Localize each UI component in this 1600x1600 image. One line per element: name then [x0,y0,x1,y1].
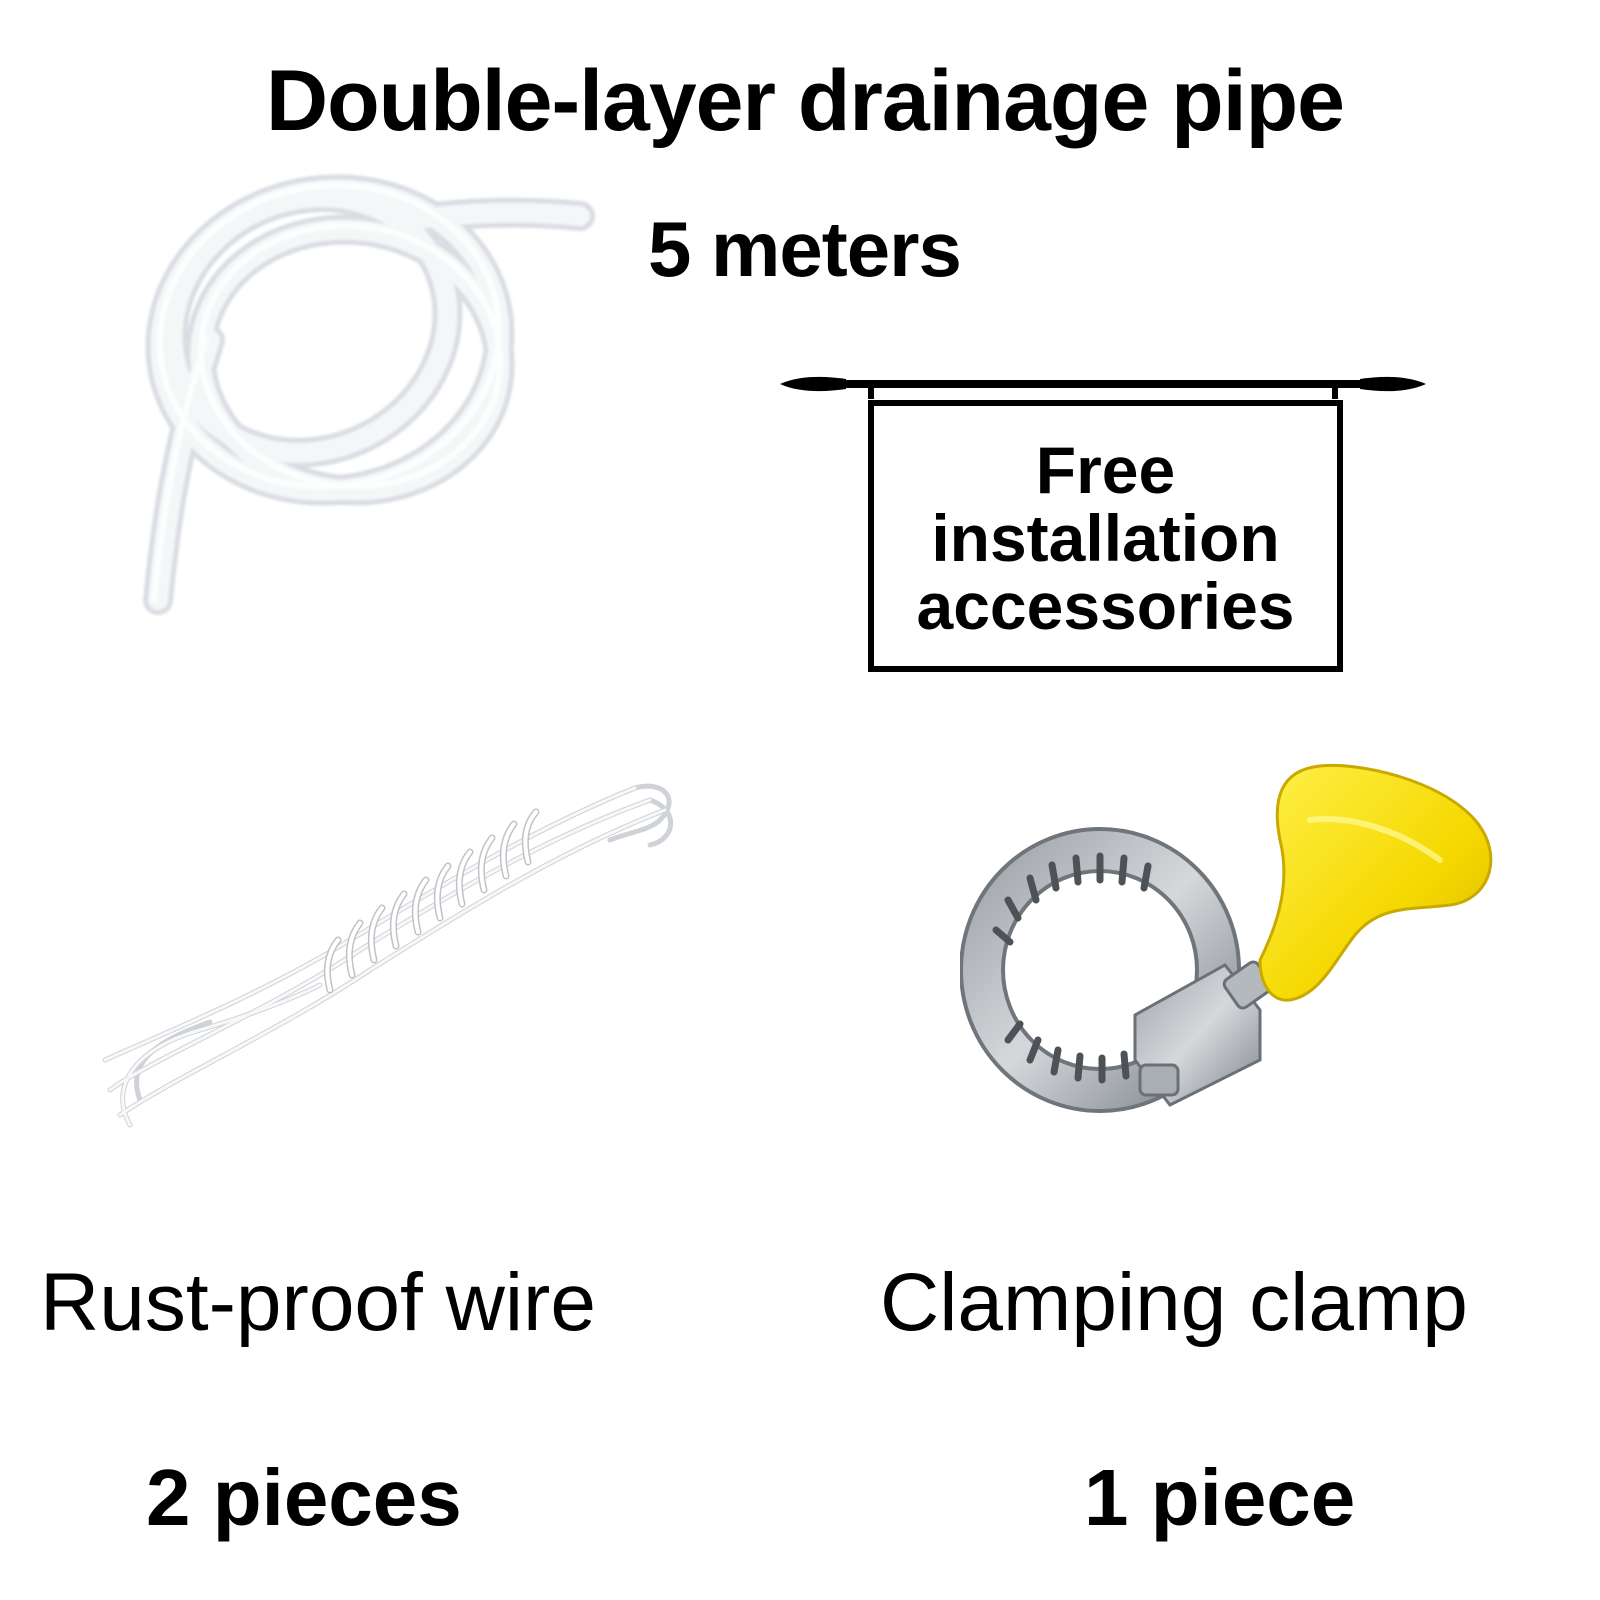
free-accessories-box: Free installation accessories [868,400,1343,672]
clamp-title: Clamping clamp [880,1257,1468,1348]
hose-clamp-icon [960,763,1493,1113]
hanging-sign-icon [780,376,1426,399]
wire-title: Rust-proof wire [40,1257,596,1348]
free-line-3: accessories [916,569,1295,643]
coiled-hose-icon [143,174,595,615]
pipe-title: Double-layer drainage pipe [266,53,1345,149]
pipe-quantity: 5 meters [648,205,962,293]
clamp-quantity: 1 piece [1084,1453,1356,1542]
free-line-1: Free [1035,433,1176,507]
free-line-2: installation [931,501,1280,575]
coiled-wire-icon [102,783,674,1128]
wire-quantity: 2 pieces [146,1453,462,1542]
